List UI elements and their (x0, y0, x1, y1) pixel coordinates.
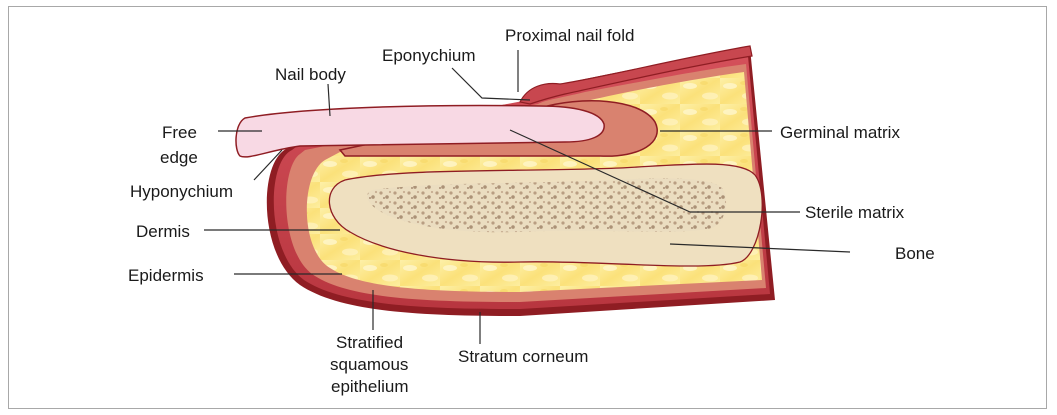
label-epidermis: Epidermis (128, 266, 204, 285)
label-sterile-matrix: Sterile matrix (805, 203, 905, 222)
bone-marrow (367, 178, 726, 232)
label-germinal-matrix: Germinal matrix (780, 123, 900, 142)
label-dermis: Dermis (136, 222, 190, 241)
label-free-edge-line2: edge (160, 148, 198, 167)
label-free-edge-line1: Free (162, 123, 197, 142)
label-stratified-line1: Stratified (336, 333, 403, 352)
label-proximal-nail-fold: Proximal nail fold (505, 26, 634, 45)
label-nail-body: Nail body (275, 65, 346, 84)
label-hyponychium: Hyponychium (130, 182, 233, 201)
label-eponychium: Eponychium (382, 46, 476, 65)
label-stratified-line2: squamous (330, 355, 408, 374)
label-stratified-line3: epithelium (331, 377, 409, 396)
label-bone: Bone (895, 244, 935, 263)
label-stratum-corneum: Stratum corneum (458, 347, 588, 366)
